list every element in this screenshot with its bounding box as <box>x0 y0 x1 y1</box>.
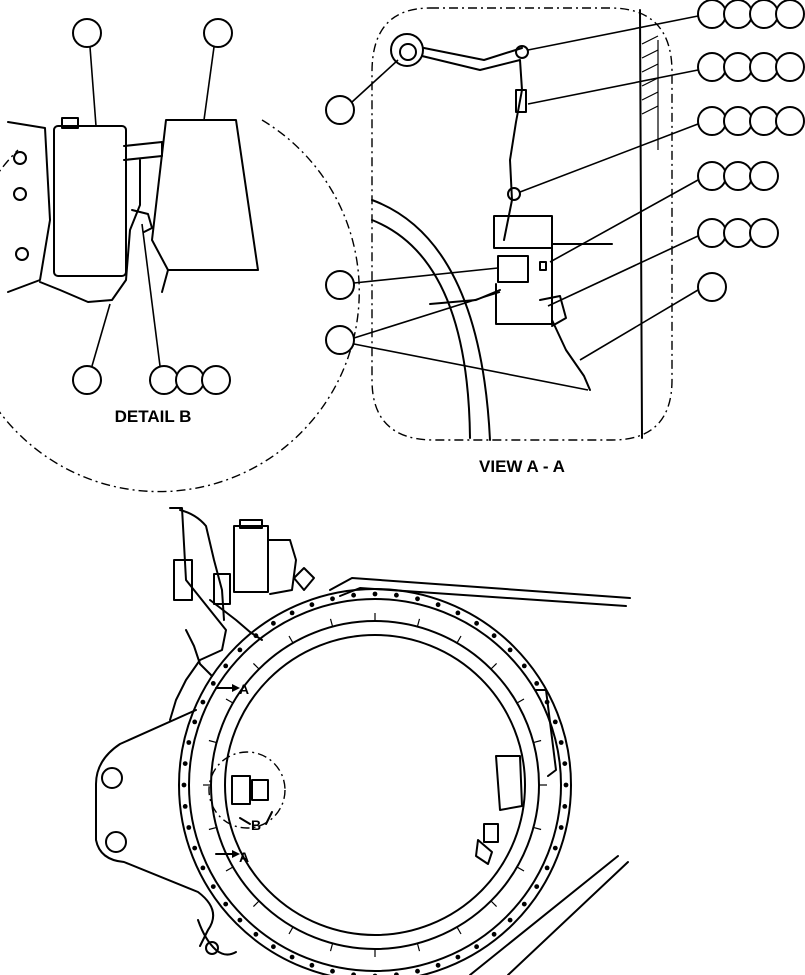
bolt-hole <box>552 719 558 725</box>
ring-tick <box>416 943 421 952</box>
bolt-hole <box>200 865 206 871</box>
ring-tick <box>288 635 294 644</box>
bolt-hole <box>534 681 540 686</box>
bolt-hole <box>563 782 569 788</box>
ring-tick <box>456 926 462 935</box>
bolt-hole <box>223 663 229 669</box>
bolt-hole <box>309 602 315 608</box>
detail-b <box>0 18 360 493</box>
bolt-hole <box>521 901 527 907</box>
bolt-hole <box>253 931 259 937</box>
bolt-hole <box>415 968 420 974</box>
ring-tick <box>516 698 525 704</box>
ring-tick <box>208 739 217 744</box>
bolt-hole <box>474 944 479 950</box>
bolt-hole <box>289 954 295 960</box>
ring-tick <box>416 618 421 627</box>
detail-b-boundary <box>0 119 360 493</box>
ring-tick <box>225 866 234 872</box>
view-a-a <box>325 0 805 441</box>
bolt-hole <box>415 596 420 602</box>
bolt-hole <box>192 719 198 725</box>
bolt-hole <box>455 954 461 960</box>
view-a-a-boundary <box>371 7 673 441</box>
bolt-hole <box>351 592 356 598</box>
bolt-hole <box>534 884 540 889</box>
ring-tick <box>533 739 542 744</box>
bolt-hole <box>181 782 187 788</box>
ring-tick <box>252 900 260 908</box>
ring-tick <box>456 635 462 644</box>
detail-b-ref-circle <box>208 751 286 829</box>
bolt-hole <box>435 962 441 968</box>
ring-outer <box>178 588 572 975</box>
main-assembly <box>95 507 631 975</box>
bolt-hole <box>186 740 192 745</box>
detail-b-mount-plate <box>7 121 51 293</box>
bolt-hole <box>544 865 550 871</box>
bolt-hole <box>210 884 216 889</box>
bolt-hole <box>271 620 276 626</box>
bolt-hole <box>491 633 497 639</box>
ring-inner <box>224 634 526 936</box>
mounting-arm <box>95 709 215 947</box>
ring-tick <box>288 926 294 935</box>
detail-b-caption: DETAIL B <box>115 407 192 426</box>
bolt-hole <box>394 972 399 975</box>
view-a-a-caption: VIEW A - A <box>479 457 565 476</box>
bolt-hole <box>223 901 229 907</box>
bolt-hole <box>351 972 356 975</box>
detail-b-relay-box <box>53 125 127 277</box>
bolt-hole <box>237 647 243 653</box>
bolt-hole <box>507 647 513 653</box>
bolt-hole <box>372 591 378 597</box>
ring-tick <box>252 662 260 670</box>
bolt-hole <box>186 825 192 830</box>
bolt-hole <box>558 825 564 830</box>
bolt-hole <box>435 602 441 608</box>
bolt-hole <box>237 917 243 923</box>
bolt-hole <box>394 592 399 598</box>
ring-tick <box>490 662 498 670</box>
detail-ref-marker: B <box>251 817 261 833</box>
ring-tick <box>533 826 542 831</box>
bolt-hole <box>474 620 479 626</box>
ring-tick <box>516 866 525 872</box>
detail-b-component <box>151 119 259 271</box>
bolt-hole <box>330 596 335 602</box>
ring-bolt-holes <box>181 591 569 975</box>
bolt-hole <box>182 761 188 766</box>
ring-tick <box>490 900 498 908</box>
ring-tick <box>329 618 334 627</box>
bolt-hole <box>192 845 198 851</box>
section-marker-top: A <box>239 681 249 697</box>
bolt-hole <box>455 610 461 616</box>
bolt-hole <box>182 804 188 809</box>
bolt-hole <box>558 740 564 745</box>
ring-tick <box>208 826 217 831</box>
bolt-hole <box>289 610 295 616</box>
section-marker-bottom: A <box>239 849 249 865</box>
ring-tick <box>329 943 334 952</box>
bolt-hole <box>330 968 335 974</box>
bolt-hole <box>552 845 558 851</box>
bolt-hole <box>309 962 315 968</box>
bolt-hole <box>200 699 206 705</box>
bolt-hole <box>562 804 568 809</box>
bolt-hole <box>507 917 513 923</box>
bolt-hole <box>491 931 497 937</box>
view-relay-box <box>493 215 553 249</box>
bolt-hole <box>521 663 527 669</box>
bolt-hole <box>210 681 216 686</box>
bolt-hole <box>562 761 568 766</box>
ring-tick <box>225 698 234 704</box>
bolt-hole <box>271 944 276 950</box>
